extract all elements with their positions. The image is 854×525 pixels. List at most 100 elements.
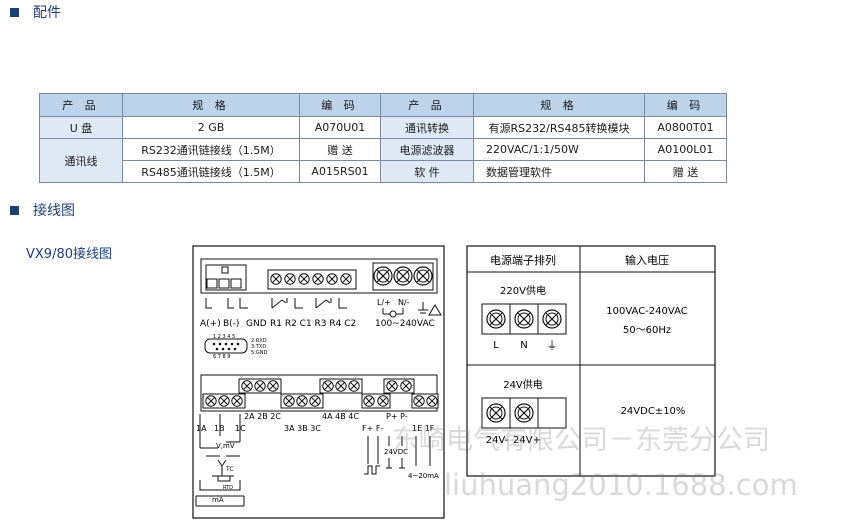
section-accessories: 配件 bbox=[10, 2, 61, 22]
cell-product: 通讯转换 bbox=[380, 116, 474, 139]
sensor-label-ma: mA bbox=[212, 496, 224, 504]
power-table-header-voltage: 输入电压 bbox=[625, 253, 669, 267]
watermark-url: liuhuang2010.1688.com bbox=[444, 468, 798, 502]
sensor-label-rtd: RTD bbox=[223, 485, 233, 491]
table-row: RS485通讯链接线（1.5M） A015RS01 软 件 数据管理软件 赠 送 bbox=[40, 160, 727, 183]
terminal-24v-plus-label: 24V+ bbox=[513, 435, 541, 446]
voltage-24v: 24VDC±10% bbox=[621, 406, 686, 417]
terminal-ground-icon bbox=[542, 309, 562, 329]
terminal-label-3abc: 3A 3B 3C bbox=[284, 424, 321, 433]
screw-terminal-icon bbox=[322, 380, 334, 392]
screw-terminal-icon bbox=[386, 380, 398, 392]
screw-terminal-icon bbox=[231, 395, 243, 407]
screw-terminal-icon bbox=[267, 380, 279, 392]
screw-terminal-icon bbox=[254, 380, 266, 392]
cell-code: A015RS01 bbox=[299, 160, 381, 183]
header-spec-a: 规 格 bbox=[122, 93, 300, 117]
out-label-24vdc: 24VDC bbox=[384, 448, 408, 456]
watermark-company: 东崎电气有限公司－东莞分公司 bbox=[392, 425, 770, 456]
terminal-label-e: 1E 1F bbox=[412, 424, 435, 433]
table-row: U 盘 2 GB A070U01 通讯转换 有源RS232/RS485转换模块 … bbox=[39, 116, 727, 139]
screw-terminal-icon bbox=[298, 273, 310, 285]
terminal-label-1c: 1C bbox=[235, 424, 246, 433]
terminal-label-p: P+ P- bbox=[386, 412, 408, 421]
power-screw-icon bbox=[393, 266, 413, 286]
section-wiring: 接线图 bbox=[10, 200, 75, 220]
power-table bbox=[466, 245, 716, 477]
parts-table-header: 产 品 规 格 编 码 产 品 规 格 编 码 bbox=[39, 93, 727, 117]
terminal-label-1a: 1A bbox=[196, 424, 207, 433]
section-wiring-title: 接线图 bbox=[33, 203, 75, 219]
terminal-n-label: N bbox=[520, 340, 527, 351]
cell-spec: 数据管理软件 bbox=[473, 160, 645, 183]
screw-terminal-icon bbox=[340, 273, 352, 285]
screw-terminal-icon bbox=[205, 395, 217, 407]
power-label-l: L/+ bbox=[377, 298, 391, 307]
sensor-label-tc: TC bbox=[225, 466, 234, 473]
cell-product: 通讯线 bbox=[39, 138, 123, 183]
cell-spec: RS485通讯链接线（1.5M） bbox=[122, 160, 300, 183]
db9-pin-gnd: 5:GND bbox=[251, 350, 267, 356]
db9-connector-icon bbox=[204, 338, 248, 354]
comm-label-b: B(-) bbox=[223, 319, 239, 329]
screw-terminal-icon bbox=[400, 380, 412, 392]
power-screw-icon bbox=[413, 266, 433, 286]
db9-pin-txd: 3:TXD bbox=[251, 344, 266, 350]
cell-spec: RS232通讯链接线（1.5M） bbox=[122, 138, 300, 161]
terminal-l-icon bbox=[486, 309, 506, 329]
power-24v-label: 24V供电 bbox=[503, 378, 543, 391]
terminal-label-f: F+ F- bbox=[362, 424, 383, 433]
power-table-header-terminal: 电源端子排列 bbox=[490, 253, 556, 267]
cell-spec: 220VAC/1:1/50W bbox=[473, 138, 645, 161]
relay-labels: R1 R2 C1 R3 R4 C2 bbox=[270, 319, 356, 329]
screw-terminal-icon bbox=[377, 395, 389, 407]
screw-terminal-icon bbox=[218, 395, 230, 407]
terminal-label-1b: 1B bbox=[214, 424, 225, 433]
bullet-square-icon bbox=[10, 205, 19, 215]
cell-spec: 2 GB bbox=[122, 116, 300, 139]
db9-pin-bottom: 6 7 8 9 bbox=[213, 354, 231, 360]
header-code-b: 编 码 bbox=[644, 93, 727, 117]
power-label-n: N/- bbox=[398, 298, 410, 307]
bullet-square-icon bbox=[10, 7, 19, 17]
comm-label-gnd: GND bbox=[246, 319, 267, 329]
wiring-subtitle: VX9/80接线图 bbox=[26, 247, 112, 262]
cell-code: A0800T01 bbox=[644, 116, 727, 139]
screw-terminal-icon bbox=[335, 380, 347, 392]
terminal-ground-label: ⏚ bbox=[547, 339, 558, 352]
terminal-24v-minus-label: 24V- bbox=[486, 435, 509, 446]
comm-label-a: A(+) bbox=[200, 319, 221, 329]
cell-product: 电源滤波器 bbox=[380, 138, 474, 161]
screw-terminal-icon bbox=[309, 395, 321, 407]
screw-terminal-icon bbox=[241, 380, 253, 392]
section-accessories-title: 配件 bbox=[33, 5, 61, 21]
table-row: 通讯线 RS232通讯链接线（1.5M） 赠 送 电源滤波器 220VAC/1:… bbox=[39, 138, 727, 183]
out-label-4-20ma: 4~20mA bbox=[408, 472, 439, 480]
screw-terminal-icon bbox=[312, 273, 324, 285]
screw-terminal-icon bbox=[426, 395, 438, 407]
terminal-label-2abc: 2A 2B 2C bbox=[244, 412, 281, 421]
voltage-220v-freq: 50～60Hz bbox=[623, 325, 671, 336]
screw-terminal-icon bbox=[363, 395, 375, 407]
db9-pin-top: 1 2 3 4 5 bbox=[213, 334, 235, 340]
cell-product: 软 件 bbox=[380, 160, 474, 183]
terminal-n-icon bbox=[514, 309, 534, 329]
terminal-l-label: L bbox=[493, 340, 499, 351]
screw-terminal-icon bbox=[348, 380, 360, 392]
parts-table: 产 品 规 格 编 码 产 品 规 格 编 码 U 盘 2 GB A070U01… bbox=[39, 93, 727, 183]
screw-terminal-icon bbox=[284, 273, 296, 285]
terminal-label-4abc: 4A 4B 4C bbox=[322, 412, 359, 421]
screw-terminal-icon bbox=[296, 395, 308, 407]
header-spec-b: 规 格 bbox=[473, 93, 645, 117]
power-screw-icon bbox=[373, 266, 393, 286]
db9-pin-rxd: 2:RXD bbox=[251, 338, 267, 344]
header-code-a: 编 码 bbox=[299, 93, 381, 117]
voltage-220v-range: 100VAC-240VAC bbox=[606, 306, 687, 317]
power-range: 100~240VAC bbox=[375, 319, 435, 329]
screw-terminal-icon bbox=[326, 273, 338, 285]
power-220v-label: 220V供电 bbox=[500, 284, 546, 297]
cell-spec: 有源RS232/RS485转换模块 bbox=[473, 116, 645, 139]
header-product-b: 产 品 bbox=[380, 93, 474, 117]
screw-terminal-icon bbox=[270, 273, 282, 285]
